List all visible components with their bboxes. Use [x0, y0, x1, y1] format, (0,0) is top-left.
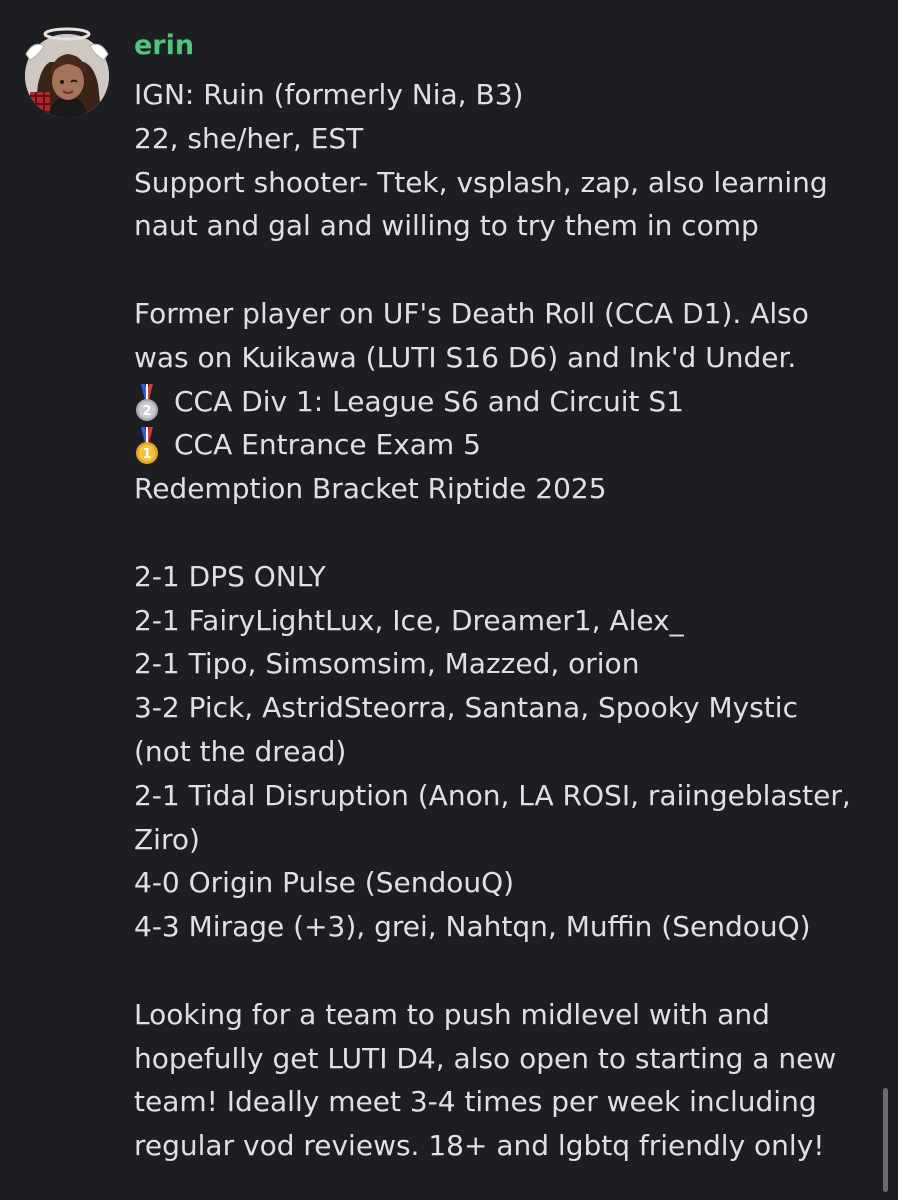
message-line: Redemption Bracket Riptide 2025 — [134, 472, 607, 506]
message-line: Support shooter- Ttek, vsplash, zap, als… — [134, 165, 828, 199]
message-line: 3-2 Pick, AstridSteorra, Santana, Spooky… — [134, 691, 798, 725]
message-line: CCA Entrance Exam 5 — [174, 428, 481, 462]
blank-line — [134, 949, 874, 993]
message-line: (not the dread) — [134, 734, 347, 768]
message-line: 2-1 Tipo, Simsomsim, Mazzed, orion — [134, 647, 640, 681]
medal-number: 2 — [142, 404, 151, 419]
message-line: 4-3 Mirage (+3), grei, Nahtqn, Muffin (S… — [134, 910, 811, 944]
message-line: regular vod reviews. 18+ and lgbtq frien… — [134, 1129, 825, 1163]
message-line: was on Kuikawa (LUTI S16 D6) and Ink'd U… — [134, 340, 797, 374]
blank-line — [134, 511, 874, 555]
message-line: Former player on UF's Death Roll (CCA D1… — [134, 296, 809, 330]
message-line: IGN: Ruin (formerly Nia, B3) — [134, 78, 524, 111]
message-line: 22, she/her, EST — [134, 121, 364, 155]
message-line: 2-1 FairyLightLux, Ice, Dreamer1, Alex_ — [134, 603, 684, 637]
message-line: 4-0 Origin Pulse (SendouQ) — [134, 866, 515, 900]
message-line: team! Ideally meet 3-4 times per week in… — [134, 1085, 817, 1119]
first-place-medal-icon: 1 — [134, 423, 160, 465]
message-line: Ziro) — [134, 822, 200, 856]
message-content: IGN: Ruin (formerly Nia, B3) 22, she/her… — [134, 73, 874, 1168]
author-name[interactable]: erin — [134, 30, 195, 61]
blank-line — [134, 248, 874, 292]
message-line: 2-1 DPS ONLY — [134, 559, 326, 593]
avatar-angel-halo-icon — [25, 27, 109, 118]
user-avatar[interactable] — [20, 26, 114, 120]
second-place-medal-icon: 2 — [134, 380, 160, 422]
message-line: CCA Div 1: League S6 and Circuit S1 — [174, 384, 684, 418]
medal-number: 1 — [142, 447, 151, 462]
message-line: hopefully get LUTI D4, also open to star… — [134, 1041, 837, 1075]
scrollbar-thumb[interactable] — [883, 1088, 888, 1192]
message-line: Looking for a team to push midlevel with… — [134, 997, 770, 1031]
message-line: 2-1 Tidal Disruption (Anon, LA ROSI, rai… — [134, 778, 851, 812]
medal-line: 2 CCA Div 1: League S6 and Circuit S1 — [134, 380, 874, 424]
medal-line: 1 CCA Entrance Exam 5 — [134, 423, 874, 467]
message-line: naut and gal and willing to try them in … — [134, 209, 759, 243]
